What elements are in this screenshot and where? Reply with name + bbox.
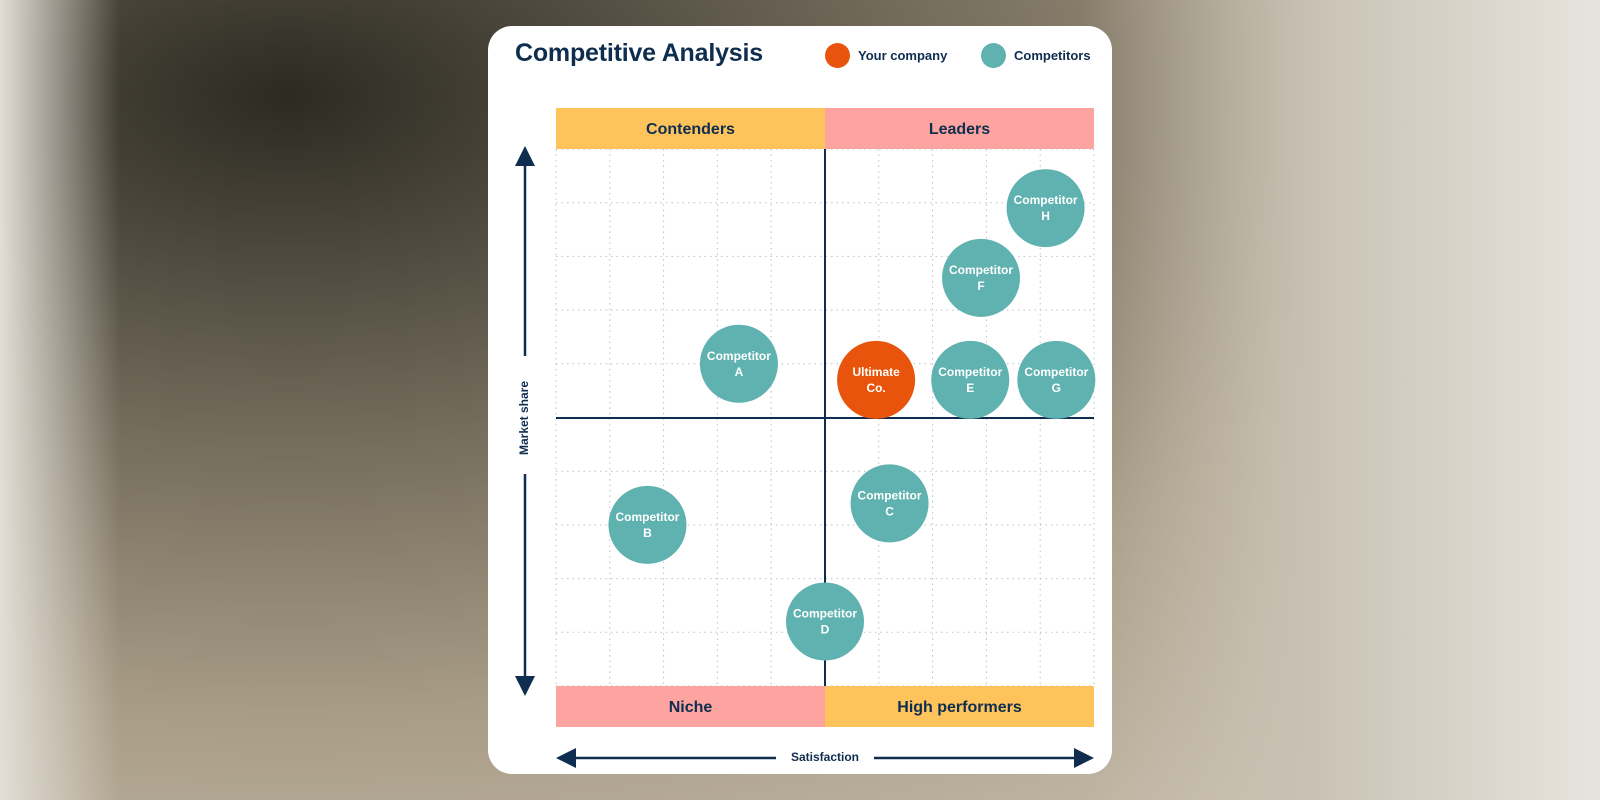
- bubble-label: Competitor: [615, 510, 679, 524]
- bubble-circle: [1006, 169, 1085, 248]
- legend-label: Competitors: [1014, 47, 1091, 63]
- bubble-label: Ultimate: [852, 365, 900, 379]
- legend-label: Your company: [858, 47, 948, 63]
- background-right: [1080, 0, 1600, 800]
- bubble-circle: [931, 340, 1010, 419]
- bubble-label: Competitor: [858, 488, 922, 502]
- bubble-label: D: [821, 623, 830, 637]
- x-axis-label: Satisfaction: [791, 750, 859, 764]
- bubble-label: Co.: [866, 381, 885, 395]
- bubble-label: B: [643, 526, 652, 540]
- bubble-circle: [942, 238, 1021, 317]
- bubble-label: Competitor: [949, 263, 1013, 277]
- legend-competitors: Competitors: [981, 42, 1091, 68]
- quadrant-label-niche: Niche: [669, 699, 713, 716]
- bubble-circle: [786, 582, 864, 661]
- bubble-label: Competitor: [793, 607, 857, 621]
- bubble-label: A: [735, 365, 744, 379]
- bubble-label: Competitor: [707, 349, 771, 363]
- page-title: Competitive Analysis: [515, 39, 763, 67]
- bubble-label: C: [885, 504, 894, 518]
- bubble-circle: [1017, 340, 1096, 419]
- bubble-circle: [699, 324, 778, 403]
- legend-your-company: Your company: [825, 42, 947, 68]
- background-left: [0, 0, 120, 800]
- quadrant-label-contenders: Contenders: [646, 121, 735, 138]
- bubble-circle: [837, 340, 916, 419]
- bubbles: UltimateCo.CompetitorACompetitorBCompeti…: [608, 169, 1096, 661]
- quadrant-band-high-performers: [825, 686, 1094, 727]
- bubble-label: H: [1041, 209, 1050, 223]
- quadrant-band-niche: [556, 686, 825, 727]
- competitors-dot-icon: [981, 42, 1006, 68]
- y-axis-label: Market share: [517, 381, 531, 455]
- bubble-circle: [608, 485, 687, 564]
- quadrant-label-leaders: Leaders: [929, 121, 990, 138]
- bubble-label: Competitor: [1014, 193, 1078, 207]
- quadrant-band-leaders: [825, 108, 1094, 149]
- bubble-label: Competitor: [938, 365, 1002, 379]
- bubble-label: F: [977, 279, 984, 293]
- analysis-card: Competitive Analysis Your company Compet…: [488, 26, 1112, 774]
- bubble-label: Competitor: [1024, 365, 1088, 379]
- your-company-dot-icon: [825, 42, 850, 68]
- bubble-circle: [850, 464, 929, 543]
- quadrant-band-contenders: [556, 108, 825, 149]
- quadrant-label-high-performers: High performers: [897, 699, 1022, 716]
- quadrant-chart: Contenders Leaders Niche High performers…: [515, 108, 1096, 768]
- bubble-label: G: [1052, 381, 1061, 395]
- bubble-label: E: [966, 381, 974, 395]
